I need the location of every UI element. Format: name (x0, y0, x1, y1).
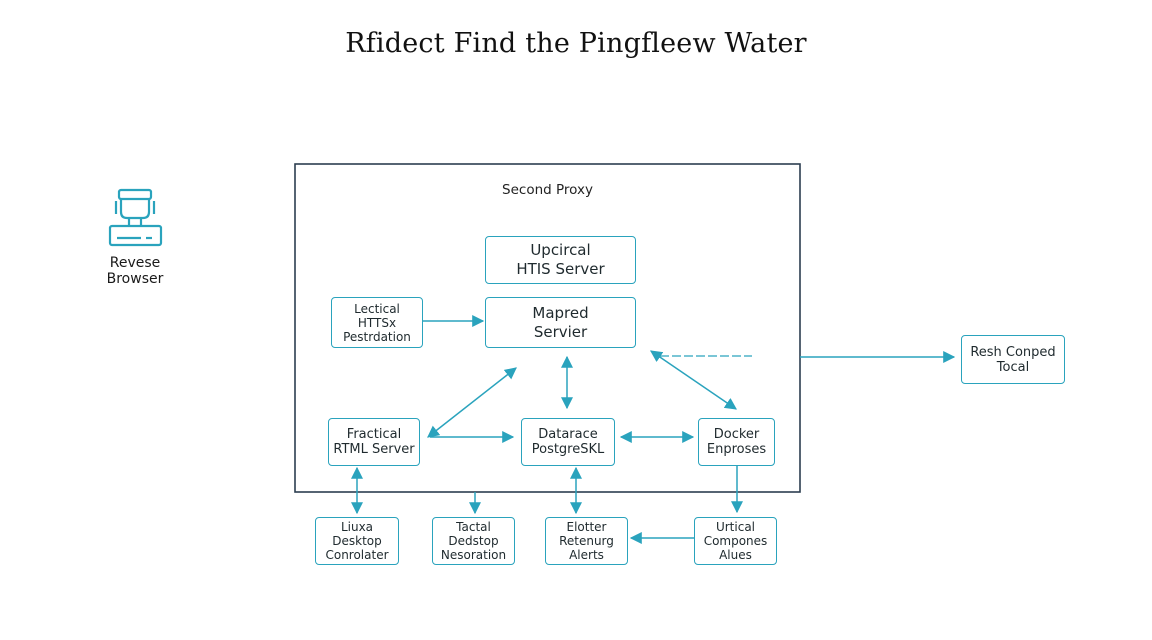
client-label-line: Browser (106, 271, 164, 287)
node-label-line: Urtical (715, 520, 756, 534)
computer-icon (108, 188, 163, 247)
node-label-line: Desktop (332, 534, 382, 548)
node-label-line: Docker (713, 427, 760, 442)
node-label-line: Alues (719, 548, 752, 562)
node-label-line: Compones (703, 534, 768, 548)
node-docker-enproses[interactable]: Docker Enproses (698, 418, 775, 466)
client-label: Revese Browser (90, 255, 180, 287)
node-label-line: Dedstop (448, 534, 499, 548)
node-label-line: HTTSx (357, 315, 397, 330)
node-fractical-server[interactable]: Fractical RTML Server (328, 418, 420, 466)
node-urtical-compones[interactable]: Urtical Compones Alues (694, 517, 777, 565)
node-label-line: Retenurg (559, 534, 614, 548)
node-label-line: Tocal (996, 359, 1030, 375)
node-label-line: Upcircal (530, 241, 591, 259)
node-label-line: Conrolater (325, 548, 389, 562)
node-upcircal-server[interactable]: Upcircal HTIS Server (485, 236, 636, 284)
node-tactical-desktop[interactable]: Tactal Dedstop Nesoration (432, 517, 515, 565)
node-label-line: PostgreSKL (531, 442, 605, 457)
diagram-title: Rfidect Find the Pingfleew Water (345, 28, 807, 59)
node-label-line: Liuxa (340, 520, 374, 534)
node-label-line: Servier (533, 322, 588, 341)
node-label-line: Pestrdation (343, 329, 411, 344)
second-proxy-container (294, 163, 801, 493)
edge-fractical-mapred (427, 367, 517, 438)
node-database-postgres[interactable]: Datarace PostgreSKL (521, 418, 615, 466)
node-linux-desktop[interactable]: Liuxa Desktop Conrolater (315, 517, 399, 565)
node-label-line: Alerts (569, 548, 604, 562)
client-label-line: Revese (109, 255, 161, 271)
node-label-line: Lectical (354, 301, 400, 316)
node-mapred-server[interactable]: Mapred Servier (485, 297, 636, 348)
node-elotter-alerts[interactable]: Elotter Retenurg Alerts (545, 517, 628, 565)
node-label-line: Mapred (532, 303, 589, 322)
node-label-line: Resh Conped (970, 344, 1056, 360)
node-label-line: Fractical (346, 427, 402, 442)
node-label-line: Datarace (538, 427, 598, 442)
node-label-line: Elotter (566, 520, 607, 534)
node-label-line: Tactal (456, 520, 491, 534)
node-label-line: RTML Server (333, 442, 415, 457)
edge-mapred-docker (650, 350, 737, 410)
node-resh-conped[interactable]: Resh Conped Tocal (961, 335, 1065, 384)
node-lectical-pestrdation[interactable]: Lectical HTTSx Pestrdation (331, 297, 423, 348)
node-label-line: Nesoration (440, 548, 507, 562)
node-label-line: Enproses (706, 442, 767, 457)
second-proxy-label: Second Proxy (502, 182, 593, 198)
node-label-line: HTIS Server (516, 260, 605, 278)
